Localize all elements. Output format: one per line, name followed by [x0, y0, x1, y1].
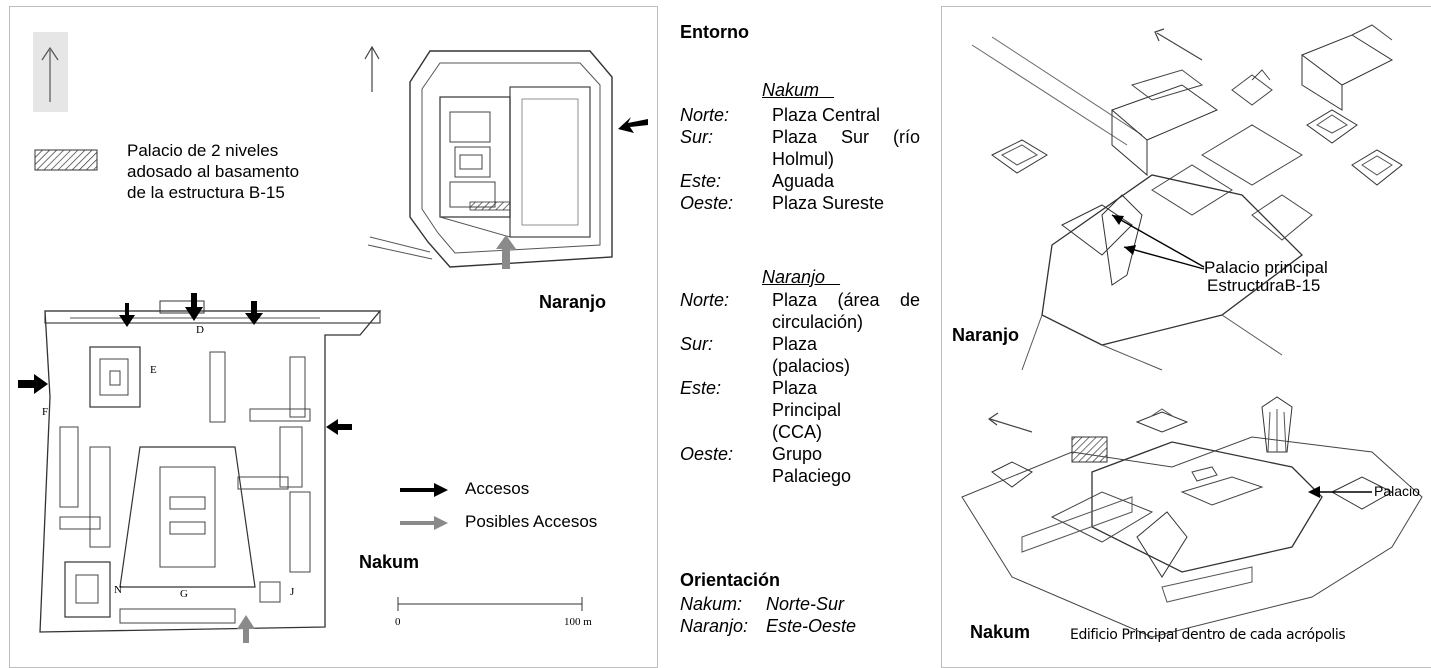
north-arrow-box	[33, 32, 68, 112]
entorno-title: Entorno	[680, 22, 749, 42]
nakum-heading-text: Nakum	[762, 80, 820, 100]
nakum-row: Sur: Plaza Sur (río Holmul)	[680, 126, 930, 170]
naranjo-map-label: Naranjo	[539, 292, 607, 312]
palacio-principal-callout: Palacio principal EstructuraB-15	[1204, 259, 1328, 295]
possible-access-arrow-icon	[237, 615, 255, 643]
row-key: Naranjo:	[680, 616, 749, 636]
nakum-heading: Nakum	[762, 80, 834, 101]
left-panel: Palacio de 2 niveles adosado al basament…	[9, 6, 658, 668]
naranjo-view-label: Naranjo	[952, 325, 1020, 345]
row-key: Este:	[680, 171, 722, 191]
row-value: Aguada	[772, 171, 835, 191]
plan-letter-d: D	[196, 324, 204, 336]
scale-max: 100 m	[564, 616, 592, 628]
row-value: Plaza Principal (CCA)	[772, 378, 842, 442]
palacio-label: Palacio	[1374, 483, 1420, 499]
nakum-plan-map: D E F N G J	[18, 293, 382, 643]
row-value: Grupo Palaciego	[772, 444, 852, 486]
row-value: Plaza Central	[772, 105, 881, 125]
row-key: Nakum:	[680, 594, 743, 614]
naranjo-row: Norte: Plaza (área de circulación)	[680, 289, 930, 333]
access-arrow-icon	[185, 293, 203, 321]
plan-letter-f: F	[42, 406, 48, 418]
hatched-swatch-icon	[34, 149, 98, 171]
nakum-row: Norte: Plaza Central	[680, 104, 930, 126]
legend-line-3: de la estructura B-15	[127, 183, 285, 202]
row-key: Oeste:	[680, 444, 734, 464]
nakum-isometric-view	[961, 396, 1423, 638]
possible-access-arrow-icon	[496, 235, 516, 269]
row-key: Este:	[680, 378, 722, 398]
nakum-map-label: Nakum	[359, 552, 420, 572]
right-panel: Palacio principal EstructuraB-15 Naranjo…	[941, 6, 1431, 668]
row-key: Sur:	[680, 127, 714, 147]
legend-hatched-text: Palacio de 2 niveles adosado al basament…	[127, 140, 299, 203]
naranjo-heading: Naranjo	[762, 267, 840, 288]
legend-line-1: Palacio de 2 niveles	[127, 141, 279, 160]
row-key: Sur:	[680, 334, 714, 354]
access-legend-gray-arrow-icon	[400, 516, 448, 530]
access-arrow-icon	[119, 303, 135, 327]
naranjo-heading-text: Naranjo	[762, 267, 826, 287]
nakum-view-label: Nakum	[970, 622, 1031, 642]
naranjo-row: Sur: Plaza (palacios)	[680, 333, 930, 377]
naranjo-row: Oeste: Grupo Palaciego	[680, 443, 930, 487]
access-arrow-icon	[245, 301, 263, 325]
legend-line-2: adosado al basamento	[127, 162, 300, 181]
naranjo-row: Este: Plaza Principal (CCA)	[680, 377, 930, 443]
callout-line-1: Palacio principal	[1204, 258, 1328, 277]
orientacion-row: Naranjo: Este-Oeste	[680, 615, 930, 637]
naranjo-plan-map	[364, 45, 648, 269]
plan-letter-g: G	[180, 588, 188, 600]
middle-panel: Entorno Nakum Norte: Plaza Central Sur: …	[670, 0, 935, 651]
row-value: Este-Oeste	[766, 616, 857, 636]
nakum-row: Oeste: Plaza Sureste	[680, 192, 930, 214]
access-legend-black-arrow-icon	[400, 483, 448, 497]
row-value: Plaza (palacios)	[772, 334, 851, 376]
north-arrow-icon	[41, 46, 59, 102]
row-key: Oeste:	[680, 193, 734, 213]
caption: Edificio Principal dentro de cada acrópo…	[1070, 627, 1346, 643]
row-key: Norte:	[680, 290, 730, 310]
access-arrow-icon	[18, 374, 48, 394]
row-value: Plaza (área de circulación)	[772, 290, 920, 332]
plan-letter-n: N	[114, 584, 122, 596]
nakum-row: Este: Aguada	[680, 170, 930, 192]
access-arrow-icon	[618, 117, 648, 133]
naranjo-isometric-view	[971, 24, 1403, 371]
row-value: Plaza Sur (río Holmul)	[772, 127, 920, 169]
plan-letter-j: J	[290, 586, 295, 598]
plan-letter-e: E	[150, 364, 157, 376]
accesos-label: Accesos	[465, 479, 530, 498]
posibles-accesos-label: Posibles Accesos	[465, 512, 598, 531]
scale-bar	[397, 597, 583, 611]
scale-zero: 0	[395, 616, 401, 628]
callout-line-2: EstructuraB-15	[1207, 276, 1321, 295]
row-key: Norte:	[680, 105, 730, 125]
row-value: Plaza Sureste	[772, 193, 885, 213]
orientacion-title: Orientación	[680, 570, 781, 590]
orientacion-row: Nakum: Norte-Sur	[680, 593, 930, 615]
row-value: Norte-Sur	[766, 594, 845, 614]
access-arrow-icon	[326, 419, 352, 435]
